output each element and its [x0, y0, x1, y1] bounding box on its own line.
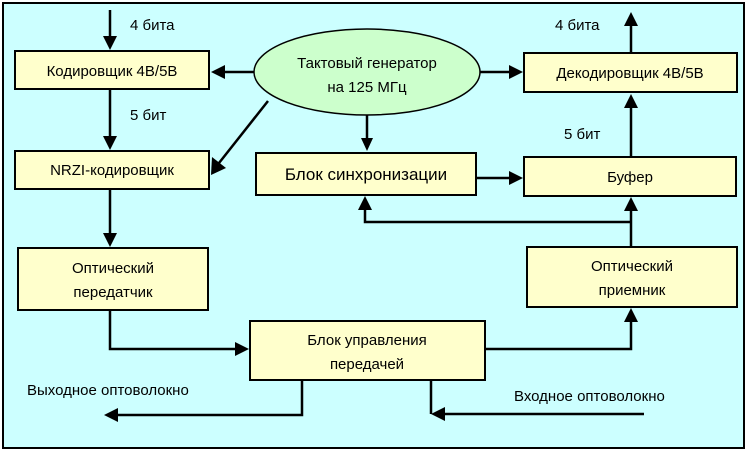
arrowhead-icon — [211, 157, 226, 175]
node-clock-generator: Тактовый генератор на 125 МГц — [253, 28, 481, 116]
label-output-fiber: Выходное оптоволокно — [27, 382, 189, 399]
connectors — [103, 10, 644, 422]
arrowhead-icon — [211, 65, 225, 79]
node-encoder: Кодировщик 4В/5В — [14, 50, 210, 90]
buffer-label: Буфер — [607, 169, 653, 186]
edge-transmitter-to-control — [108, 311, 235, 351]
node-decoder: Декодировщик 4В/5В — [523, 52, 738, 93]
transmitter-label-line1: Оптический — [72, 260, 154, 277]
transmitter-label-line2: передатчик — [73, 284, 153, 301]
receiver-label-line2: приемник — [599, 282, 666, 299]
arrowhead-icon — [103, 36, 117, 50]
arrowhead-icon — [624, 94, 638, 108]
clock-label-line1: Тактовый генератор — [297, 55, 437, 72]
receiver-label-line1: Оптический — [591, 258, 673, 275]
arrowhead-icon — [235, 342, 249, 356]
edge-control-to-output-fiber — [118, 381, 304, 417]
node-nrzi-encoder: NRZI-кодировщик — [14, 150, 210, 190]
node-transmission-control: Блок управления передачей — [249, 320, 486, 381]
clock-label-line2: на 125 МГц — [327, 79, 407, 96]
node-optical-receiver: Оптический приемник — [526, 246, 738, 308]
label-input-fiber: Входное оптоволокно — [514, 388, 665, 405]
node-buffer: Буфер — [523, 156, 737, 197]
arrowhead-icon — [103, 136, 117, 150]
label-encoder-to-nrzi: 5 бит — [130, 107, 166, 124]
edge-control-to-receiver — [486, 322, 633, 351]
label-input-bits: 4 бита — [130, 17, 175, 34]
arrowhead-icon — [509, 171, 523, 185]
decoder-label: Декодировщик 4В/5В — [556, 65, 703, 82]
arrowhead-icon — [624, 12, 638, 26]
node-sync-block: Блок синхронизации — [255, 152, 477, 196]
control-label-line1: Блок управления — [307, 332, 426, 349]
nrzi-label: NRZI-кодировщик — [50, 162, 174, 179]
arrowhead-icon — [624, 308, 638, 322]
arrowhead-icon — [358, 196, 372, 210]
edge-clock-to-nrzi — [218, 100, 269, 164]
arrowhead-icon — [104, 408, 118, 422]
arrowhead-icon — [361, 138, 373, 151]
label-output-bits: 4 бита — [555, 17, 600, 34]
node-optical-transmitter: Оптический передатчик — [17, 247, 209, 311]
encoder-label: Кодировщик 4В/5В — [47, 63, 178, 80]
arrowhead-icon — [103, 233, 117, 247]
arrowhead-icon — [509, 65, 523, 79]
arrowhead-icon — [624, 197, 638, 211]
sync-label: Блок синхронизации — [285, 165, 447, 184]
control-label-line2: передачей — [330, 356, 404, 373]
edge-receiver-to-sync — [363, 210, 631, 224]
label-buffer-to-decoder: 5 бит — [564, 126, 600, 143]
arrowhead-icon — [431, 407, 445, 421]
